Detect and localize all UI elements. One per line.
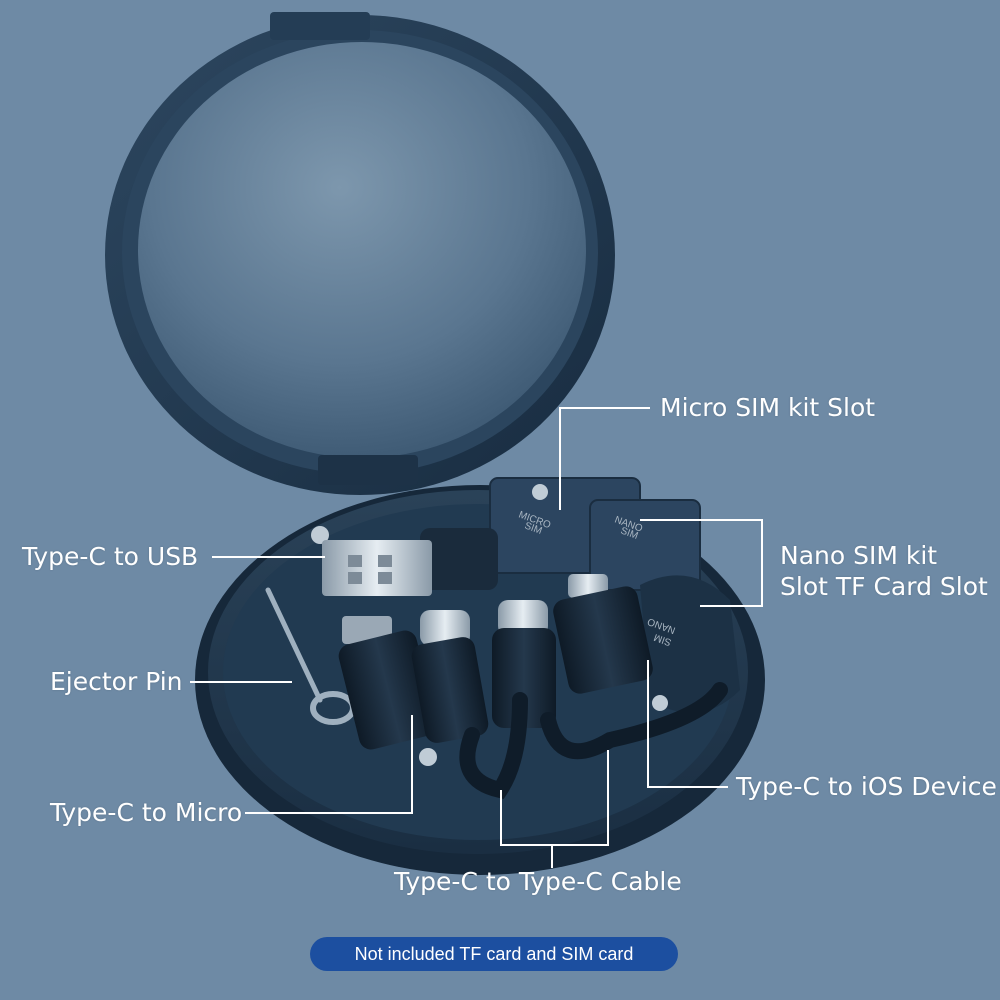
leader-lines (190, 407, 763, 868)
label-type-c-to-type-c: Type-C to Type-C Cable (394, 867, 682, 896)
usb-adapter (322, 528, 498, 596)
label-micro-sim-slot: Micro SIM kit Slot (660, 393, 876, 422)
type-c-adapter-1 (411, 610, 489, 743)
notice-badge: Not included TF card and SIM card (310, 937, 678, 971)
label-nano-sim-slot-line1: Nano SIM kit (780, 541, 938, 570)
type-c-adapter-2 (492, 600, 556, 728)
label-type-c-to-ios: Type-C to iOS Device (736, 772, 997, 801)
label-ejector-pin: Ejector Pin (50, 667, 183, 696)
label-nano-sim-slot-line2: Slot TF Card Slot (780, 572, 988, 601)
case-lid (105, 12, 615, 495)
label-type-c-to-micro: Type-C to Micro (50, 798, 243, 827)
lightning-adapter (553, 574, 653, 694)
label-type-c-to-usb: Type-C to USB (22, 542, 199, 571)
